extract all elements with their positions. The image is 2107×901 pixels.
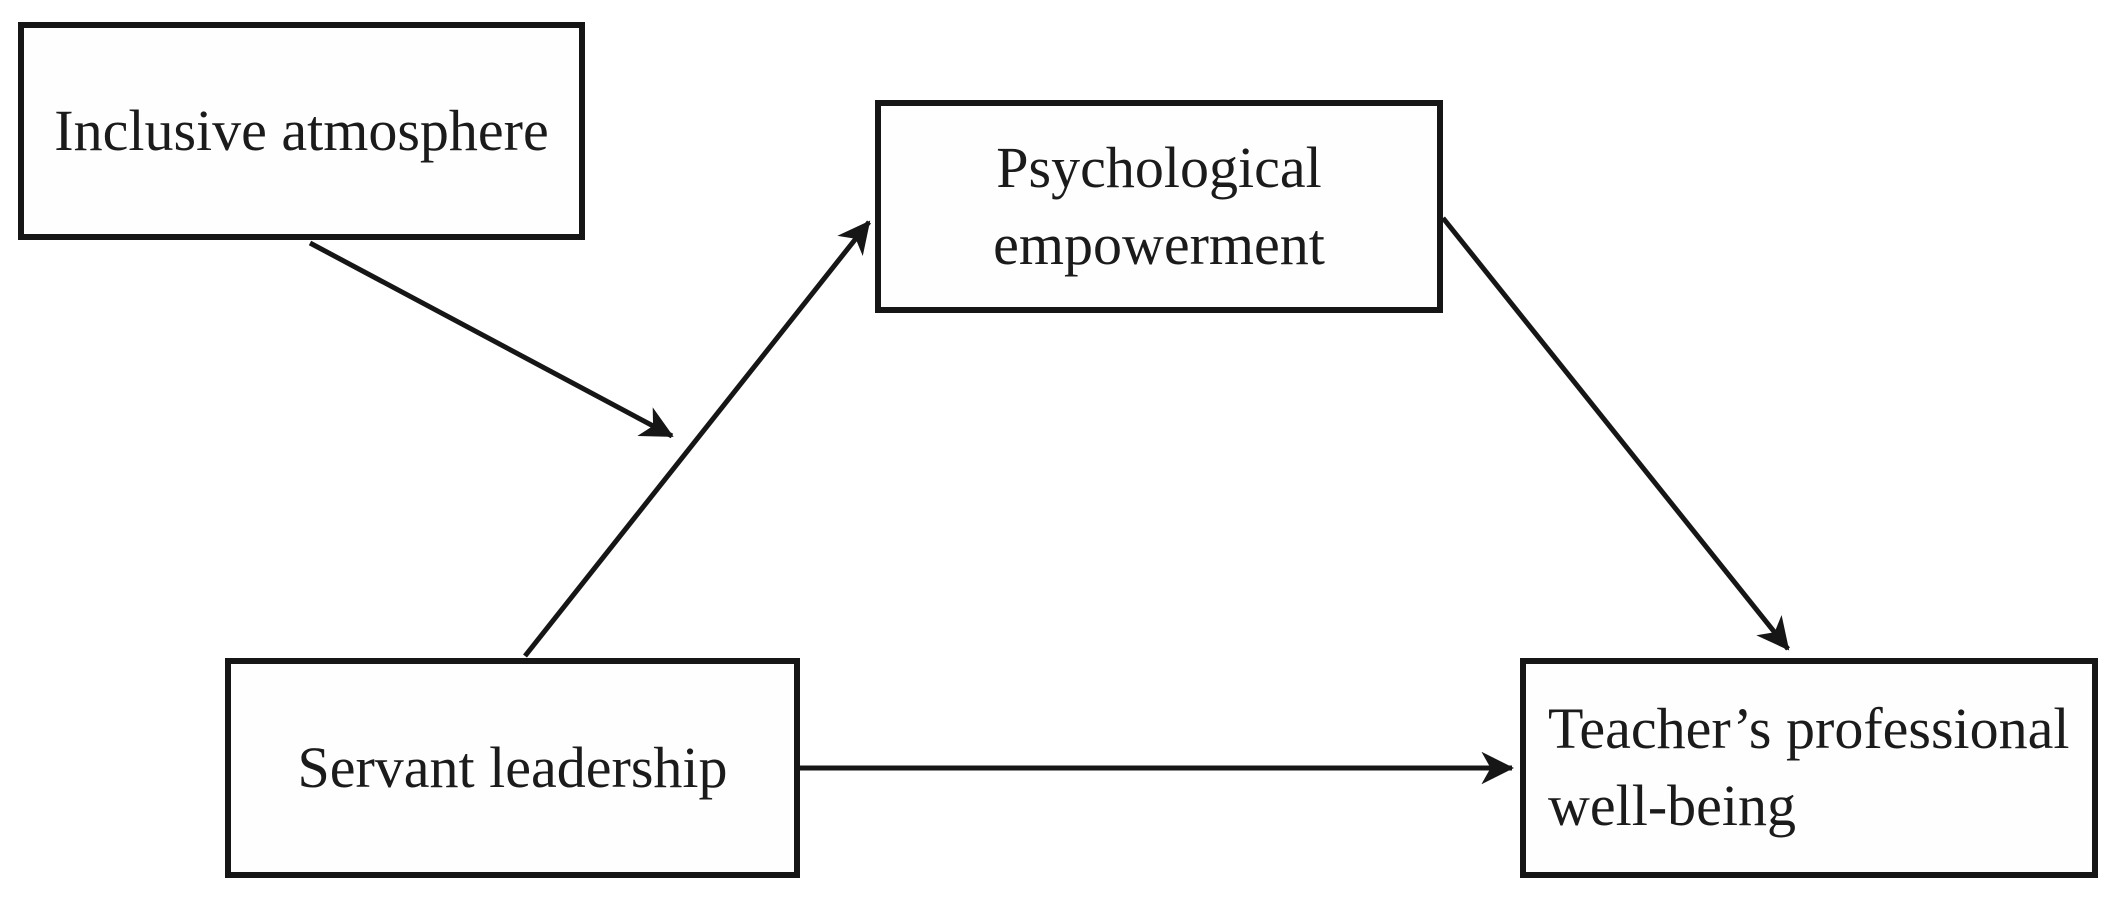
arrow-inclusive-to-mediation-path xyxy=(308,240,674,439)
node-label-line: empowerment xyxy=(993,211,1325,277)
node-teachers-professional-well-being: Teacher’s professional well-being xyxy=(1520,658,2098,878)
node-label-line: well-being xyxy=(1548,773,1797,838)
node-label-line: Teacher’s professional xyxy=(1548,696,2070,762)
node-inclusive-atmosphere: Inclusive atmosphere xyxy=(18,22,585,240)
node-servant-leadership: Servant leadership xyxy=(225,658,800,878)
node-label: Servant leadership xyxy=(297,734,728,800)
node-label: Inclusive atmosphere xyxy=(54,97,549,163)
node-psychological-empowerment: Psychological empowerment xyxy=(875,100,1443,313)
arrow-psych-to-teacher xyxy=(1441,216,1790,651)
node-label-line: Psychological xyxy=(996,134,1322,200)
arrow-servant-to-psych xyxy=(523,220,871,658)
